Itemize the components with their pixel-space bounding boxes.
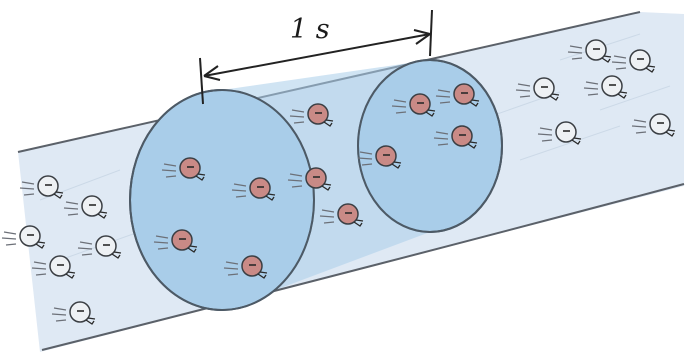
interval-label: 1 s — [290, 14, 330, 45]
interval-tick-right — [430, 10, 432, 56]
